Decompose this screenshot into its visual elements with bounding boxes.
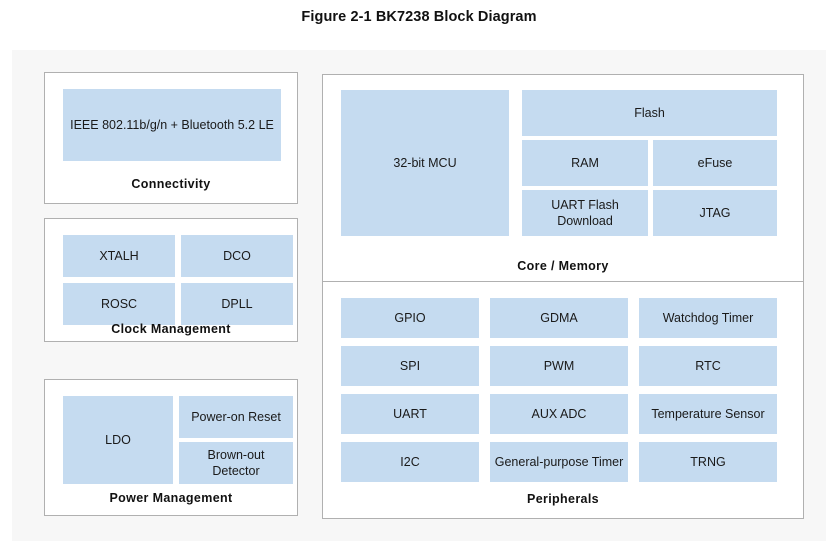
panel-core-memory: 32-bit MCU Flash RAM eFuse UART Flash Do…: [322, 74, 804, 286]
panel-power-management: LDO Power-on Reset Brown-out Detector Po…: [44, 379, 298, 516]
panel-clock-management: XTALH DCO ROSC DPLL Clock Management: [44, 218, 298, 342]
block-jtag: JTAG: [653, 190, 777, 236]
block-uart: UART: [341, 394, 479, 434]
block-ldo: LDO: [63, 396, 173, 484]
block-rtc: RTC: [639, 346, 777, 386]
peripherals-grid: GPIO GDMA Watchdog Timer SPI PWM RTC UAR…: [341, 298, 777, 482]
block-gpio: GPIO: [341, 298, 479, 338]
panel-caption-clock-management: Clock Management: [111, 322, 231, 336]
block-i2c: I2C: [341, 442, 479, 482]
block-trng: TRNG: [639, 442, 777, 482]
block-dpll: DPLL: [181, 283, 293, 325]
block-diagram-canvas: IEEE 802.11b/g/n + Bluetooth 5.2 LE Conn…: [12, 50, 826, 541]
panel-peripherals: GPIO GDMA Watchdog Timer SPI PWM RTC UAR…: [322, 281, 804, 519]
block-efuse: eFuse: [653, 140, 777, 186]
panel-caption-peripherals: Peripherals: [527, 492, 599, 506]
panel-caption-power-management: Power Management: [109, 491, 233, 505]
block-uart-flash-download: UART Flash Download: [522, 190, 648, 236]
block-watchdog-timer: Watchdog Timer: [639, 298, 777, 338]
block-pwm: PWM: [490, 346, 628, 386]
block-ieee-bluetooth: IEEE 802.11b/g/n + Bluetooth 5.2 LE: [63, 89, 281, 161]
block-temperature-sensor: Temperature Sensor: [639, 394, 777, 434]
panel-connectivity: IEEE 802.11b/g/n + Bluetooth 5.2 LE Conn…: [44, 72, 298, 204]
block-ram: RAM: [522, 140, 648, 186]
block-dco: DCO: [181, 235, 293, 277]
panel-caption-connectivity: Connectivity: [131, 177, 211, 191]
block-xtalh: XTALH: [63, 235, 175, 277]
panel-caption-core-memory: Core / Memory: [517, 259, 609, 273]
block-rosc: ROSC: [63, 283, 175, 325]
block-32-bit-mcu: 32-bit MCU: [341, 90, 509, 236]
block-aux-adc: AUX ADC: [490, 394, 628, 434]
block-spi: SPI: [341, 346, 479, 386]
block-gdma: GDMA: [490, 298, 628, 338]
figure-title: Figure 2-1 BK7238 Block Diagram: [301, 9, 537, 25]
block-flash: Flash: [522, 90, 777, 136]
block-power-on-reset: Power-on Reset: [179, 396, 293, 438]
block-brown-out-detector: Brown-out Detector: [179, 442, 293, 484]
block-general-purpose-timer: General-purpose Timer: [490, 442, 628, 482]
